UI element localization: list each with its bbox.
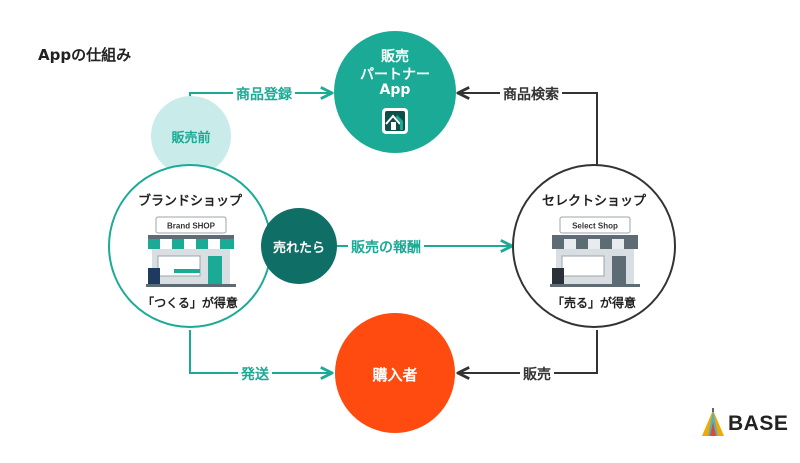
before-sale-node: 販売前: [151, 96, 231, 176]
select-shop-sign-text: Select Shop: [572, 222, 618, 231]
edge-label-product-search: 商品検索: [500, 84, 562, 104]
select-shop-name: セレクトショップ: [541, 194, 646, 209]
brand-shop-caption: 「つくる」が得意: [142, 296, 238, 310]
when-sold-node: 売れたら: [261, 208, 337, 284]
tent-icon: [702, 408, 724, 436]
before-sale-label: 販売前: [171, 131, 211, 146]
edge-label-selling: 販売: [520, 364, 554, 384]
edge-label-shipping: 発送: [238, 364, 272, 384]
base-logo: BASE: [700, 408, 796, 440]
select-shop-icon: Select Shop: [550, 216, 640, 287]
brand-shop-name: ブランドショップ: [137, 194, 242, 209]
brand-shop-icon: Brand SHOP: [146, 216, 236, 287]
partner-app-label-1: 販売: [381, 49, 409, 65]
base-logo-text: BASE: [728, 412, 789, 435]
select-shop-node: セレクトショップ Select Shop 「売る」が得意: [512, 164, 676, 328]
brand-shop-node: ブランドショップ Brand SHOP 「つくる」が得意: [108, 164, 272, 328]
select-shop-caption: 「売る」が得意: [551, 296, 636, 310]
partner-app-label-3: App: [379, 82, 411, 98]
edge-label-sales-reward: 販売の報酬: [348, 237, 424, 257]
app-icon: [382, 108, 408, 134]
when-sold-label: 売れたら: [272, 241, 325, 256]
partner-app-label-2: パートナー: [360, 67, 430, 83]
edge-label-product-registration: 商品登録: [233, 84, 295, 104]
page-title: Appの仕組み: [38, 46, 132, 64]
edge-shipping: [189, 330, 332, 373]
edge-product-search: [458, 93, 598, 175]
edge-selling: [458, 330, 598, 373]
buyer-label: 購入者: [372, 366, 418, 384]
buyer-node: 購入者: [335, 313, 455, 433]
partner-app-node: 販売 パートナー App: [334, 31, 456, 153]
brand-shop-sign-text: Brand SHOP: [167, 222, 216, 231]
